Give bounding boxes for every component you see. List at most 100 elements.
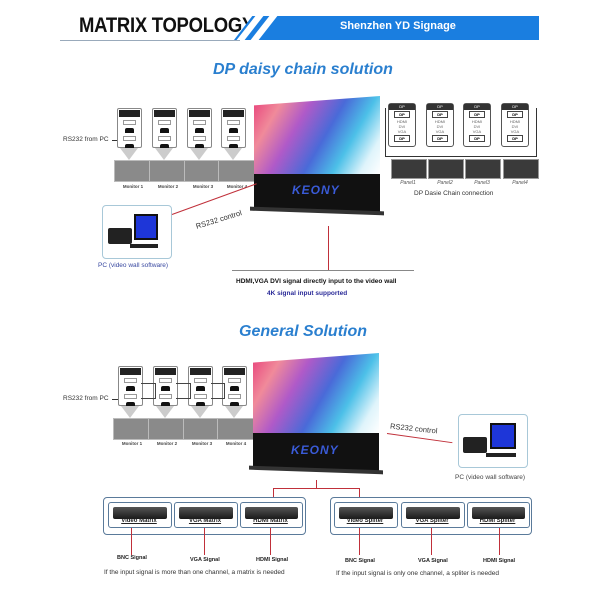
signal-arrow (499, 528, 500, 555)
rs232-connector-line (112, 399, 118, 400)
dp-section-title: DP daisy chain solution (213, 61, 393, 78)
signal-arrow (131, 528, 132, 555)
monitor-label: Monitor 2 (157, 184, 179, 189)
controller-3 (187, 108, 212, 149)
tree-branch-line (273, 488, 359, 489)
keyboard-icon (130, 244, 158, 248)
header-subtitle: Shenzhen YD Signage (340, 20, 456, 32)
vga-splitter-device (401, 502, 465, 528)
controller-1 (117, 108, 142, 149)
video-wall-logo: KEONY (291, 443, 339, 457)
rs232-from-pc-label: RS232 from PC (63, 136, 109, 143)
video-wall-base (254, 174, 380, 212)
controller-2 (153, 366, 178, 407)
splitter-note: If the input signal is only one channel,… (336, 570, 499, 577)
header-title: MATRIX TOPOLOGY (79, 14, 255, 37)
device-label: VGA Spliter (415, 518, 449, 524)
panel-4 (503, 159, 539, 179)
video-wall-logo: KEONY (292, 183, 340, 197)
pc-monitor-icon (490, 423, 516, 449)
rs232-connector-line (112, 140, 117, 141)
rs232-control-line (386, 433, 453, 444)
controller-1 (118, 366, 143, 407)
signal-note: HDMI,VGA DVI signal directly input to th… (236, 278, 397, 285)
tree-branch-left (273, 488, 274, 498)
device-label: Video Spliter (346, 518, 384, 524)
signal-arrow (359, 528, 360, 555)
video-wall-screen (254, 96, 380, 174)
projection-cone (120, 148, 138, 160)
controller-4 (221, 108, 246, 149)
signal-label: HDMI Signal (256, 557, 289, 563)
monitor-label: Monitor 4 (226, 184, 248, 189)
signal-label: VGA Signal (190, 557, 220, 563)
rs232-control-label: RS232 control (194, 208, 243, 231)
monitor-label: Monitor 4 (225, 441, 247, 446)
monitor-4 (217, 418, 257, 440)
video-matrix-device (108, 502, 172, 528)
controller-4 (222, 366, 247, 407)
keyboard-icon (486, 453, 516, 457)
rs232-from-pc-label: RS232 from PC (63, 395, 109, 402)
signal-label: HDMI Signal (483, 558, 516, 564)
dp-chain-caption: DP Dasie Chain connection (414, 190, 494, 197)
monitor-label: Monitor 1 (121, 441, 143, 446)
signal-arrow (270, 528, 271, 555)
daisy-cable (141, 383, 156, 399)
device-label: HDMI Matrix (253, 518, 288, 524)
projection-cone (225, 406, 243, 418)
general-section-title: General Solution (239, 323, 368, 340)
pc-box (458, 414, 528, 468)
panel-label: Panel2 (437, 180, 453, 186)
pc-monitor-icon (134, 214, 158, 240)
matrix-note: If the input signal is more than one cha… (104, 569, 285, 576)
projection-cone (121, 406, 139, 418)
panel-label: Panel1 (400, 180, 416, 186)
device-label: VGA Matrix (188, 518, 222, 524)
tree-branch-right (359, 488, 360, 498)
panel-1 (391, 159, 427, 179)
monitor-2 (148, 418, 188, 440)
projection-cone (190, 148, 208, 160)
panel-label: Panel4 (512, 180, 528, 186)
monitor-1 (114, 160, 154, 182)
daisy-cable (211, 383, 225, 399)
device-label: HDMI Spliter (479, 518, 516, 524)
panel-2 (428, 159, 464, 179)
vga-matrix-device (174, 502, 238, 528)
signal-arrow (204, 528, 205, 555)
panel-3 (465, 159, 501, 179)
panel-label: Panel3 (474, 180, 490, 186)
hdmi-matrix-device (240, 502, 303, 528)
signal-input-line (328, 226, 329, 270)
pc-label: PC (video wall software) (455, 474, 526, 481)
signal-divider (232, 270, 414, 271)
signal-label: BNC Signal (345, 558, 375, 564)
monitor-label: Monitor 1 (122, 184, 144, 189)
signal-label: VGA Signal (418, 558, 448, 564)
monitor-1 (113, 418, 153, 440)
controller-2 (152, 108, 177, 149)
monitor-label: Monitor 3 (191, 441, 213, 446)
pc-label: PC (video wall software) (98, 262, 169, 269)
monitor-label: Monitor 3 (192, 184, 214, 189)
daisy-cable (176, 383, 191, 399)
projection-cone (224, 148, 242, 160)
pc-tower-icon (108, 228, 132, 244)
4k-note: 4K signal input supported (267, 290, 348, 297)
monitor-2 (149, 160, 189, 182)
signal-label: BNC Signal (117, 555, 147, 561)
tree-trunk-line (316, 480, 317, 488)
dp-chain-cable (385, 108, 537, 157)
device-label: Video Matrix (121, 518, 157, 524)
projection-cone (155, 148, 173, 160)
pc-tower-icon (463, 437, 487, 453)
signal-arrow (431, 528, 432, 555)
monitor-4 (218, 160, 258, 182)
monitor-label: Monitor 2 (156, 441, 178, 446)
rs232-control-label: RS232 control (389, 421, 438, 436)
